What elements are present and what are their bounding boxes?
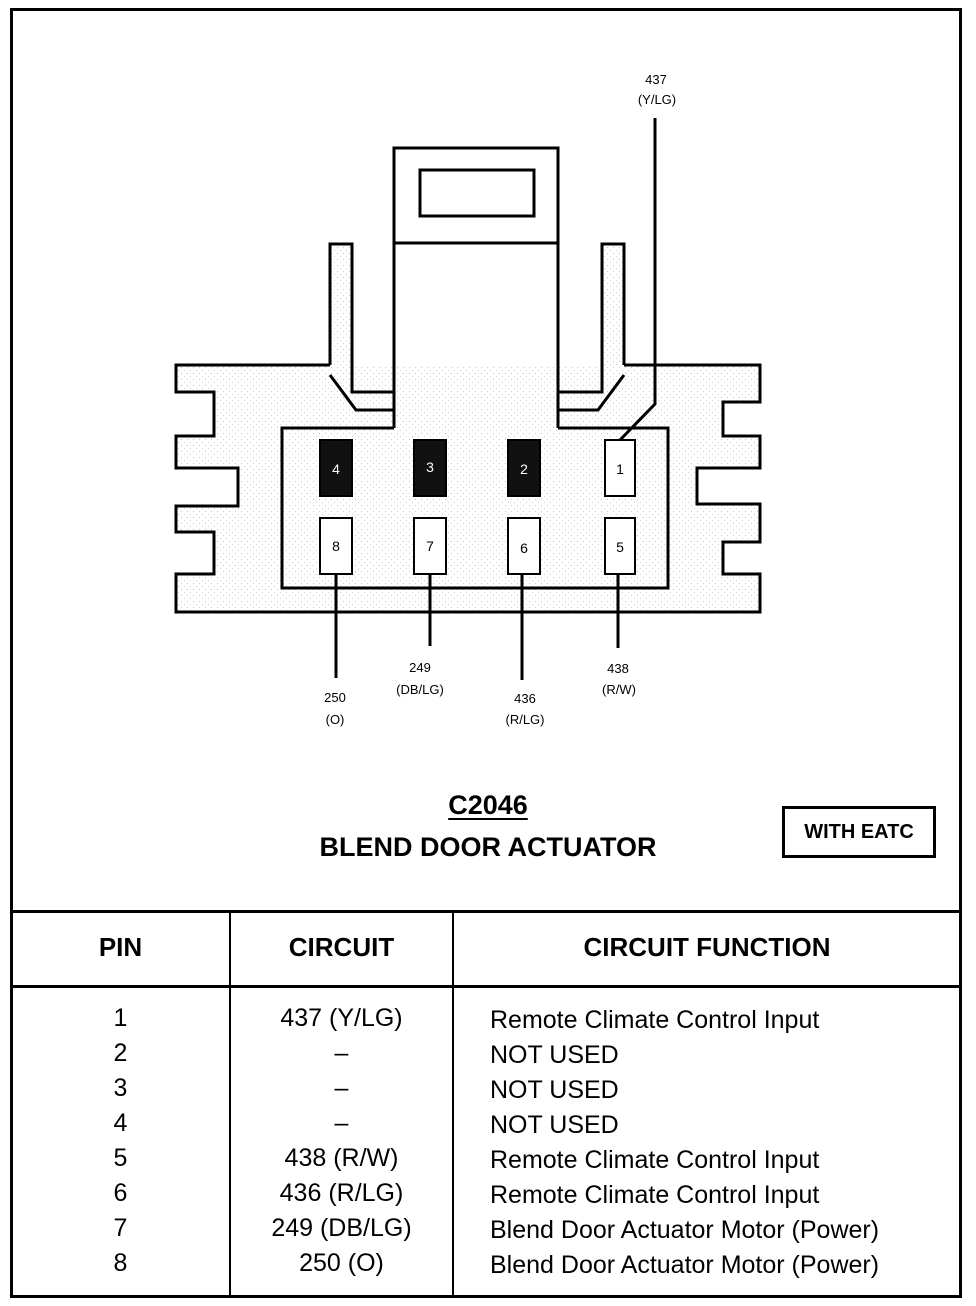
wire-7-color: (DB/LG) bbox=[396, 682, 444, 697]
table-cell-function: NOT USED bbox=[490, 1041, 619, 1069]
table-cell-pin: 2 bbox=[113, 1039, 128, 1067]
pin-3-terminal bbox=[413, 439, 447, 497]
connector-diagram: 4 3 2 1 8 7 6 5 437 (Y/LG) 249 (DB/LG) 4… bbox=[174, 72, 762, 727]
wire-pin-1 bbox=[618, 118, 657, 442]
header-circuit-function: CIRCUIT FUNCTION bbox=[583, 932, 831, 962]
table-col-divider-1 bbox=[229, 910, 231, 1298]
pin-3-label: 3 bbox=[426, 459, 434, 475]
pin-6-label: 6 bbox=[520, 540, 528, 556]
pin-7-label: 7 bbox=[426, 538, 434, 554]
table-cell-circuit: – bbox=[334, 1109, 349, 1137]
table-cell-circuit: 436 (R/LG) bbox=[279, 1179, 404, 1207]
table-cell-function: NOT USED bbox=[490, 1076, 619, 1104]
pin-4-label: 4 bbox=[332, 461, 340, 477]
table-cell-pin: 5 bbox=[113, 1144, 128, 1172]
latch-window bbox=[418, 168, 536, 218]
wire-5-circuit: 438 bbox=[607, 661, 629, 676]
pin-8-label: 8 bbox=[332, 538, 340, 554]
table-col-divider-2 bbox=[452, 910, 454, 1298]
left-guide-arm bbox=[328, 242, 396, 412]
wire-8-color: (O) bbox=[326, 712, 345, 727]
pin-5-label: 5 bbox=[616, 539, 624, 555]
wire-1-circuit: 437 bbox=[645, 72, 667, 87]
table-cell-circuit: 249 (DB/LG) bbox=[271, 1214, 412, 1242]
table-cell-pin: 6 bbox=[113, 1179, 128, 1207]
table-cell-pin: 8 bbox=[113, 1249, 128, 1277]
pin-8-terminal bbox=[319, 517, 353, 575]
table-top-border bbox=[10, 910, 962, 913]
header-circuit: CIRCUIT bbox=[288, 932, 395, 962]
circuit-column: 437 (Y/LG) – – – 438 (R/W) 436 (R/LG) 249 (DB/… bbox=[231, 1001, 452, 1281]
diagram-frame bbox=[10, 8, 962, 1298]
table-cell-function: Remote Climate Control Input bbox=[490, 1006, 820, 1034]
pin-4-terminal bbox=[319, 439, 353, 497]
table-cell-pin: 1 bbox=[113, 1004, 128, 1032]
table-cell-circuit: 438 (R/W) bbox=[284, 1144, 399, 1172]
pin-5-terminal bbox=[604, 517, 636, 575]
table-header-divider bbox=[10, 985, 962, 988]
right-guide-arm bbox=[556, 242, 626, 412]
pin-7-terminal bbox=[413, 517, 447, 575]
table-cell-pin: 7 bbox=[113, 1214, 128, 1242]
table-cell-pin: 4 bbox=[113, 1109, 128, 1137]
table-cell-function: Remote Climate Control Input bbox=[490, 1181, 820, 1209]
connector-name: BLEND DOOR ACTUATOR bbox=[319, 832, 657, 862]
wire-6-circuit: 436 bbox=[514, 691, 536, 706]
wire-7-circuit: 249 bbox=[409, 660, 431, 675]
table-cell-function: NOT USED bbox=[490, 1111, 619, 1139]
pin-2-label: 2 bbox=[520, 461, 528, 477]
table-cell-circuit: – bbox=[334, 1074, 349, 1102]
eatc-badge: WITH EATC bbox=[782, 806, 936, 858]
pin-cavity bbox=[280, 410, 670, 590]
table-cell-circuit: – bbox=[334, 1039, 349, 1067]
table-cell-pin: 3 bbox=[113, 1074, 128, 1102]
pin-2-terminal bbox=[507, 439, 541, 497]
latch-arms bbox=[392, 243, 560, 410]
connector-housing bbox=[174, 363, 762, 614]
pin-column: 1 2 3 4 5 6 7 8 bbox=[12, 1001, 229, 1281]
pin-1-terminal bbox=[604, 439, 636, 497]
table-cell-circuit: 250 (O) bbox=[299, 1249, 384, 1277]
table-cell-function: Blend Door Actuator Motor (Power) bbox=[490, 1216, 880, 1244]
table-cell-function: Blend Door Actuator Motor (Power) bbox=[490, 1251, 880, 1279]
wire-6-color: (R/LG) bbox=[506, 712, 545, 727]
header-pin: PIN bbox=[98, 932, 143, 962]
pin-6-terminal bbox=[507, 517, 541, 575]
table-cell-circuit: 437 (Y/LG) bbox=[280, 1004, 403, 1032]
wire-5-color: (R/W) bbox=[602, 682, 636, 697]
connector-id: C2046 bbox=[448, 790, 528, 820]
table-cell-function: Remote Climate Control Input bbox=[490, 1146, 820, 1174]
wire-8-circuit: 250 bbox=[324, 690, 346, 705]
wire-1-color: (Y/LG) bbox=[638, 92, 676, 107]
pin-1-label: 1 bbox=[616, 461, 624, 477]
